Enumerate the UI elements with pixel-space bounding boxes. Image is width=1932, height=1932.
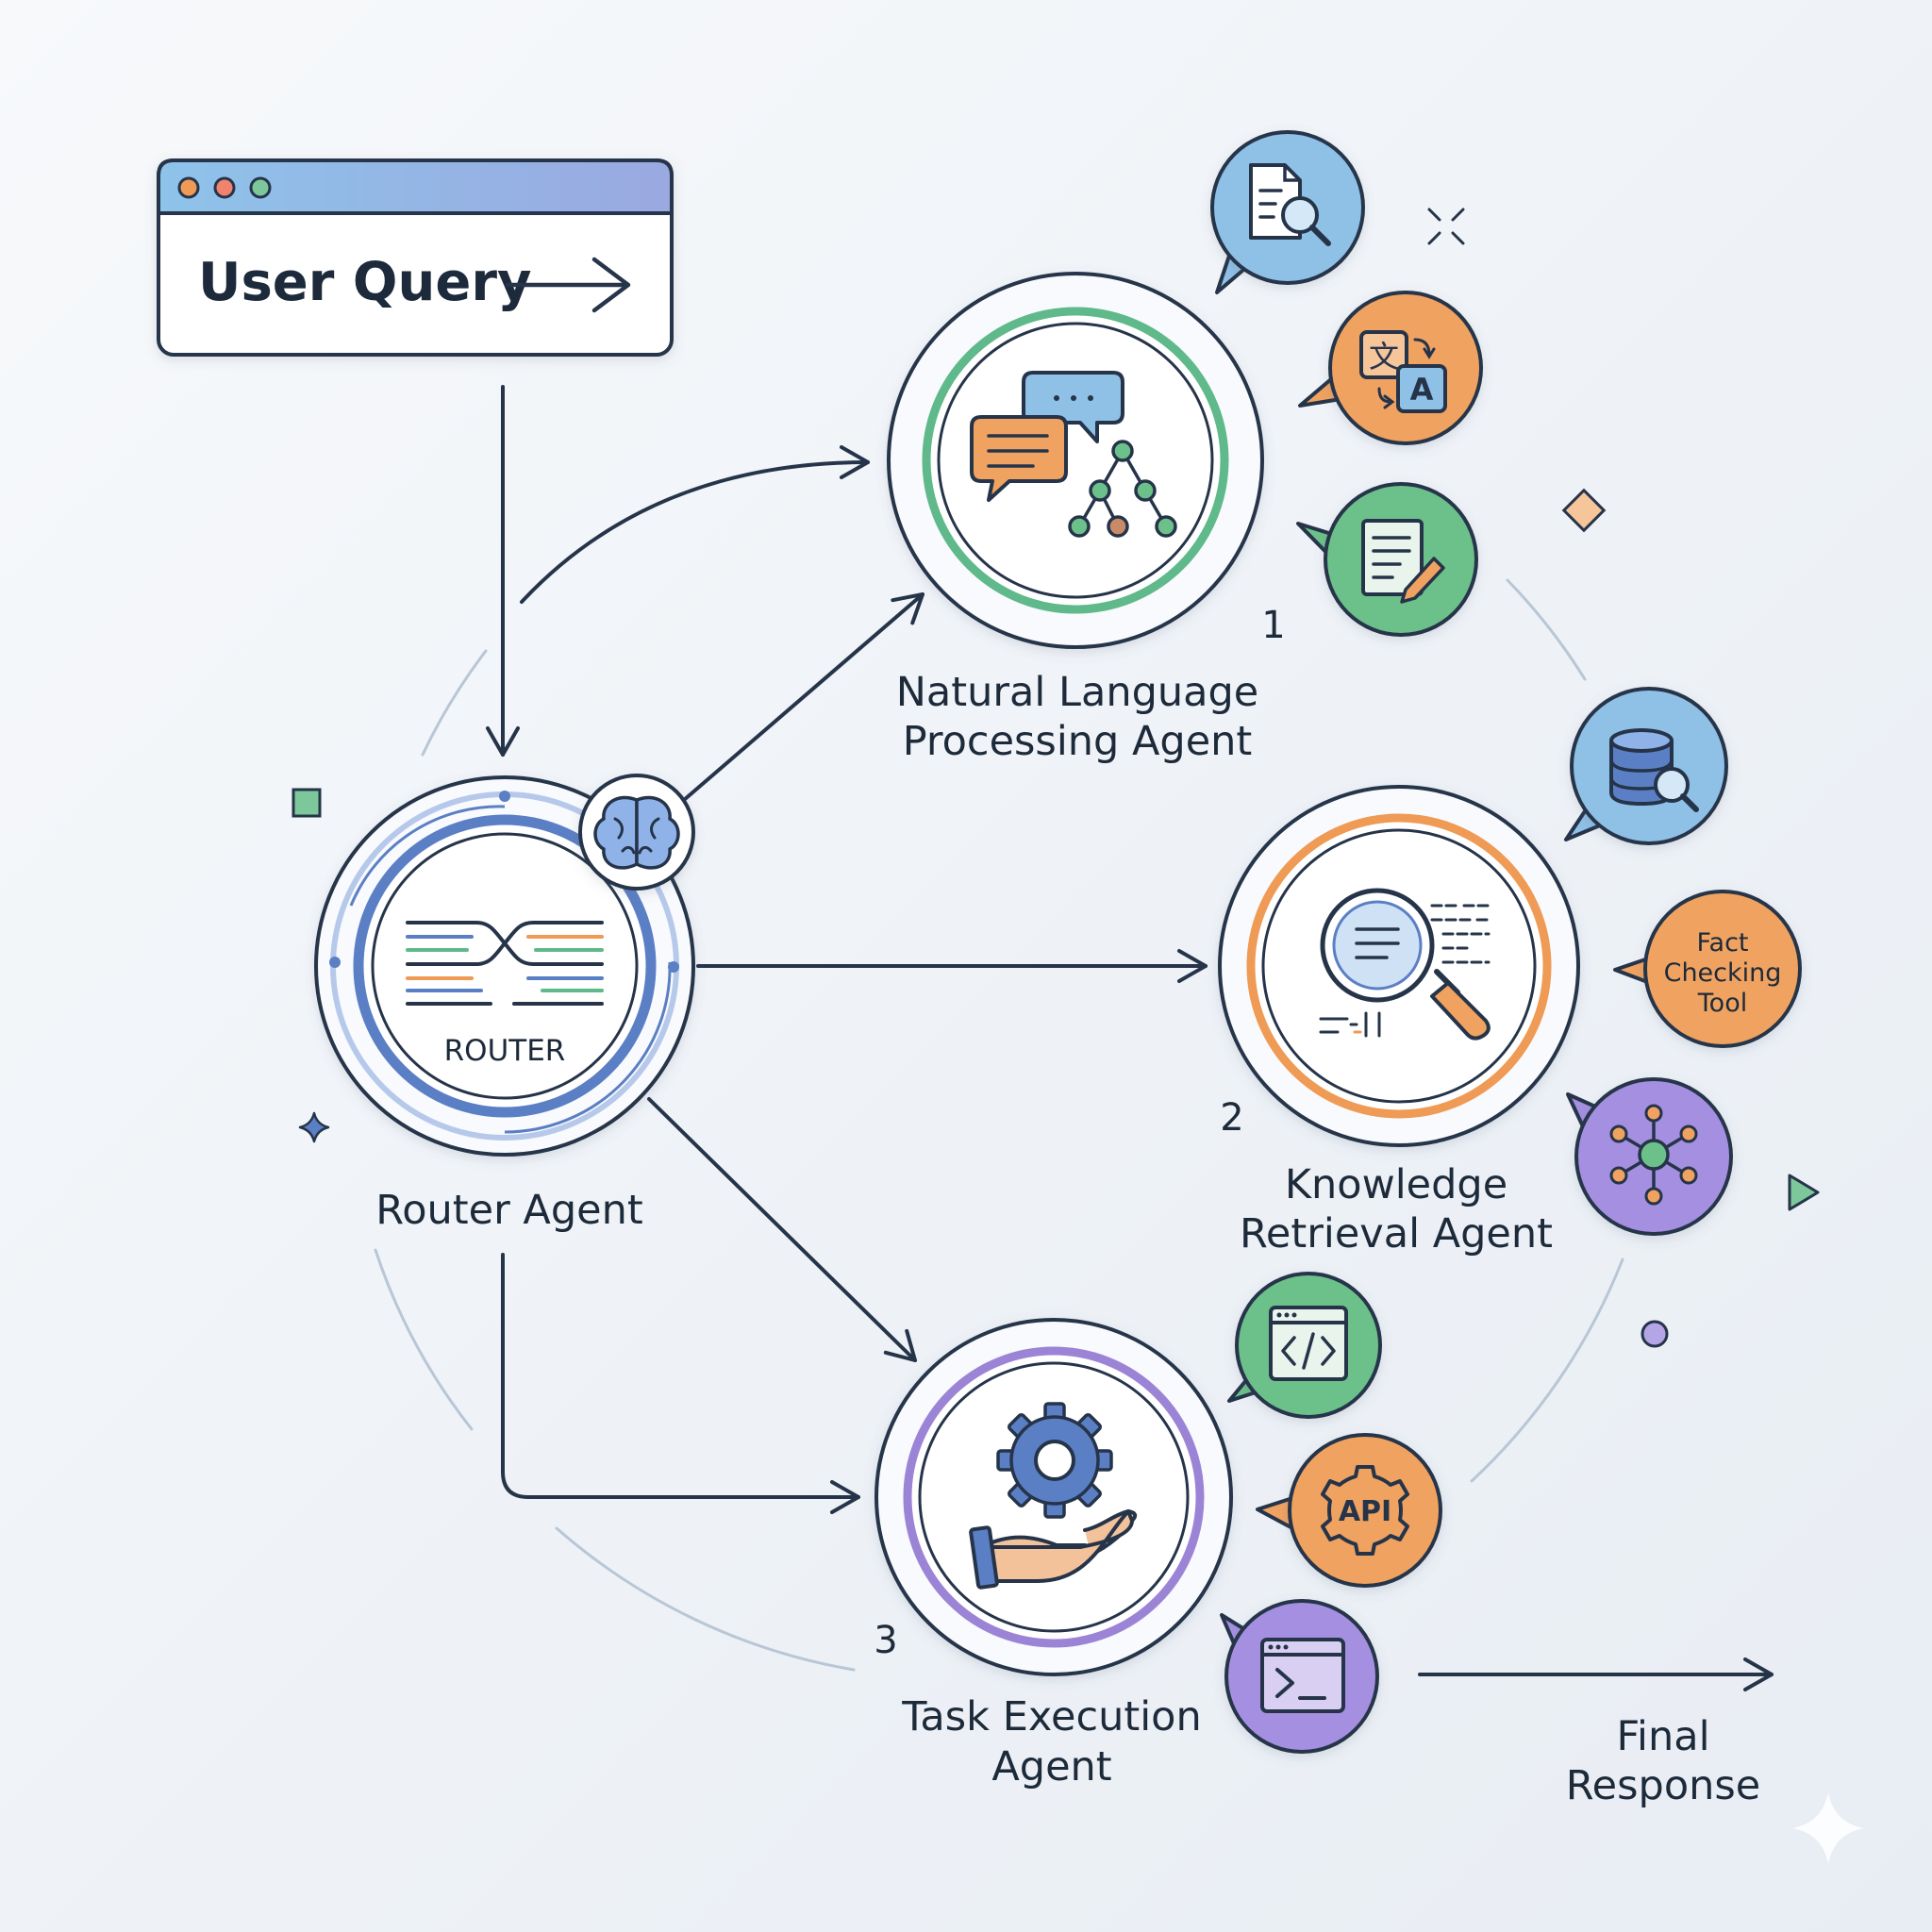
execution-tool-code[interactable]: [1227, 1272, 1382, 1419]
execution-tool-api[interactable]: API: [1256, 1433, 1442, 1588]
magnifier-search-icon: [1319, 888, 1491, 1041]
router-to-execution-arrow: [647, 1097, 917, 1362]
execution-tool-terminal[interactable]: [1220, 1599, 1379, 1754]
window-dot-red: [213, 176, 236, 199]
execution-agent-node[interactable]: [874, 1318, 1233, 1676]
fact-checking-line3: Tool: [1697, 989, 1747, 1018]
retrieval-tool-network[interactable]: [1566, 1077, 1733, 1236]
document-search-icon: [1249, 163, 1331, 246]
user-query-window[interactable]: User Query: [157, 158, 674, 357]
window-dot-green: [249, 176, 272, 199]
svg-text:文: 文: [1369, 339, 1399, 375]
execution-agent-title-line1: Task Execution: [901, 1693, 1201, 1740]
nlp-agent-number: 1: [1261, 604, 1285, 647]
sparkle-blue-icon: [298, 1111, 330, 1143]
terminal-icon: [1260, 1638, 1345, 1713]
final-response-line2: Response: [1566, 1762, 1761, 1809]
api-gear-icon: API: [1321, 1465, 1409, 1556]
gear-hand-icon: [969, 1402, 1138, 1590]
nlp-tool-document-search[interactable]: [1210, 130, 1365, 294]
document-edit-icon: [1361, 519, 1445, 604]
fact-checking-line2: Checking: [1664, 958, 1782, 988]
nlp-agent-title-line2: Processing Agent: [903, 718, 1253, 765]
svg-text:A: A: [1410, 372, 1434, 408]
user-query-label: User Query: [198, 252, 531, 313]
router-to-nlp-curve-arrow: [520, 445, 870, 604]
retrieval-tool-database-search[interactable]: [1564, 687, 1728, 845]
brain-badge: [578, 774, 695, 891]
api-label: API: [1339, 1495, 1391, 1528]
retrieval-agent-node[interactable]: [1218, 785, 1580, 1147]
sparkle-x-icon: [1427, 208, 1465, 245]
retrieval-agent-title-line2: Retrieval Agent: [1240, 1210, 1553, 1257]
database-search-icon: [1609, 728, 1699, 812]
dot-purple-shape: [1641, 1320, 1669, 1348]
nlp-tool-document-edit[interactable]: [1296, 482, 1478, 637]
router-to-execution-elbow-arrow: [501, 1253, 860, 1514]
background-orbit-arcs: [374, 578, 1624, 1672]
chat-tree-icon: [970, 371, 1177, 538]
decorations: [291, 208, 1864, 1864]
translate-icon: 文 A: [1359, 330, 1447, 413]
router-inner-label: ROUTER: [444, 1034, 566, 1068]
connectors: [486, 385, 1774, 1691]
triangle-green-shape: [1788, 1174, 1820, 1211]
router-to-nlp-arrow: [682, 592, 924, 802]
watermark-sparkle-icon: [1792, 1792, 1864, 1864]
fact-checking-tool[interactable]: Fact Checking Tool: [1613, 890, 1802, 1048]
user-query-arrow-icon: [505, 257, 631, 313]
retrieval-agent-number: 2: [1220, 1096, 1243, 1140]
square-green-shape: [291, 788, 322, 818]
execution-agent-number: 3: [874, 1619, 897, 1662]
nlp-agent-node[interactable]: [887, 272, 1264, 649]
nlp-agent-title-line1: Natural Language: [896, 669, 1258, 716]
fact-checking-line1: Fact: [1696, 928, 1748, 958]
brain-icon: [593, 795, 680, 870]
nlp-tool-translate[interactable]: 文 A: [1298, 291, 1483, 445]
retrieval-agent-title-line1: Knowledge: [1285, 1161, 1507, 1208]
diamond-orange-shape: [1561, 488, 1607, 533]
execution-agent-title-line2: Agent: [991, 1743, 1111, 1790]
final-response-line1: Final: [1616, 1713, 1709, 1760]
code-window-icon: [1269, 1306, 1348, 1381]
routing-lines-icon: [406, 921, 604, 1006]
router-agent-title: Router Agent: [375, 1187, 642, 1234]
network-icon: [1609, 1104, 1698, 1206]
window-dot-orange: [177, 176, 200, 199]
